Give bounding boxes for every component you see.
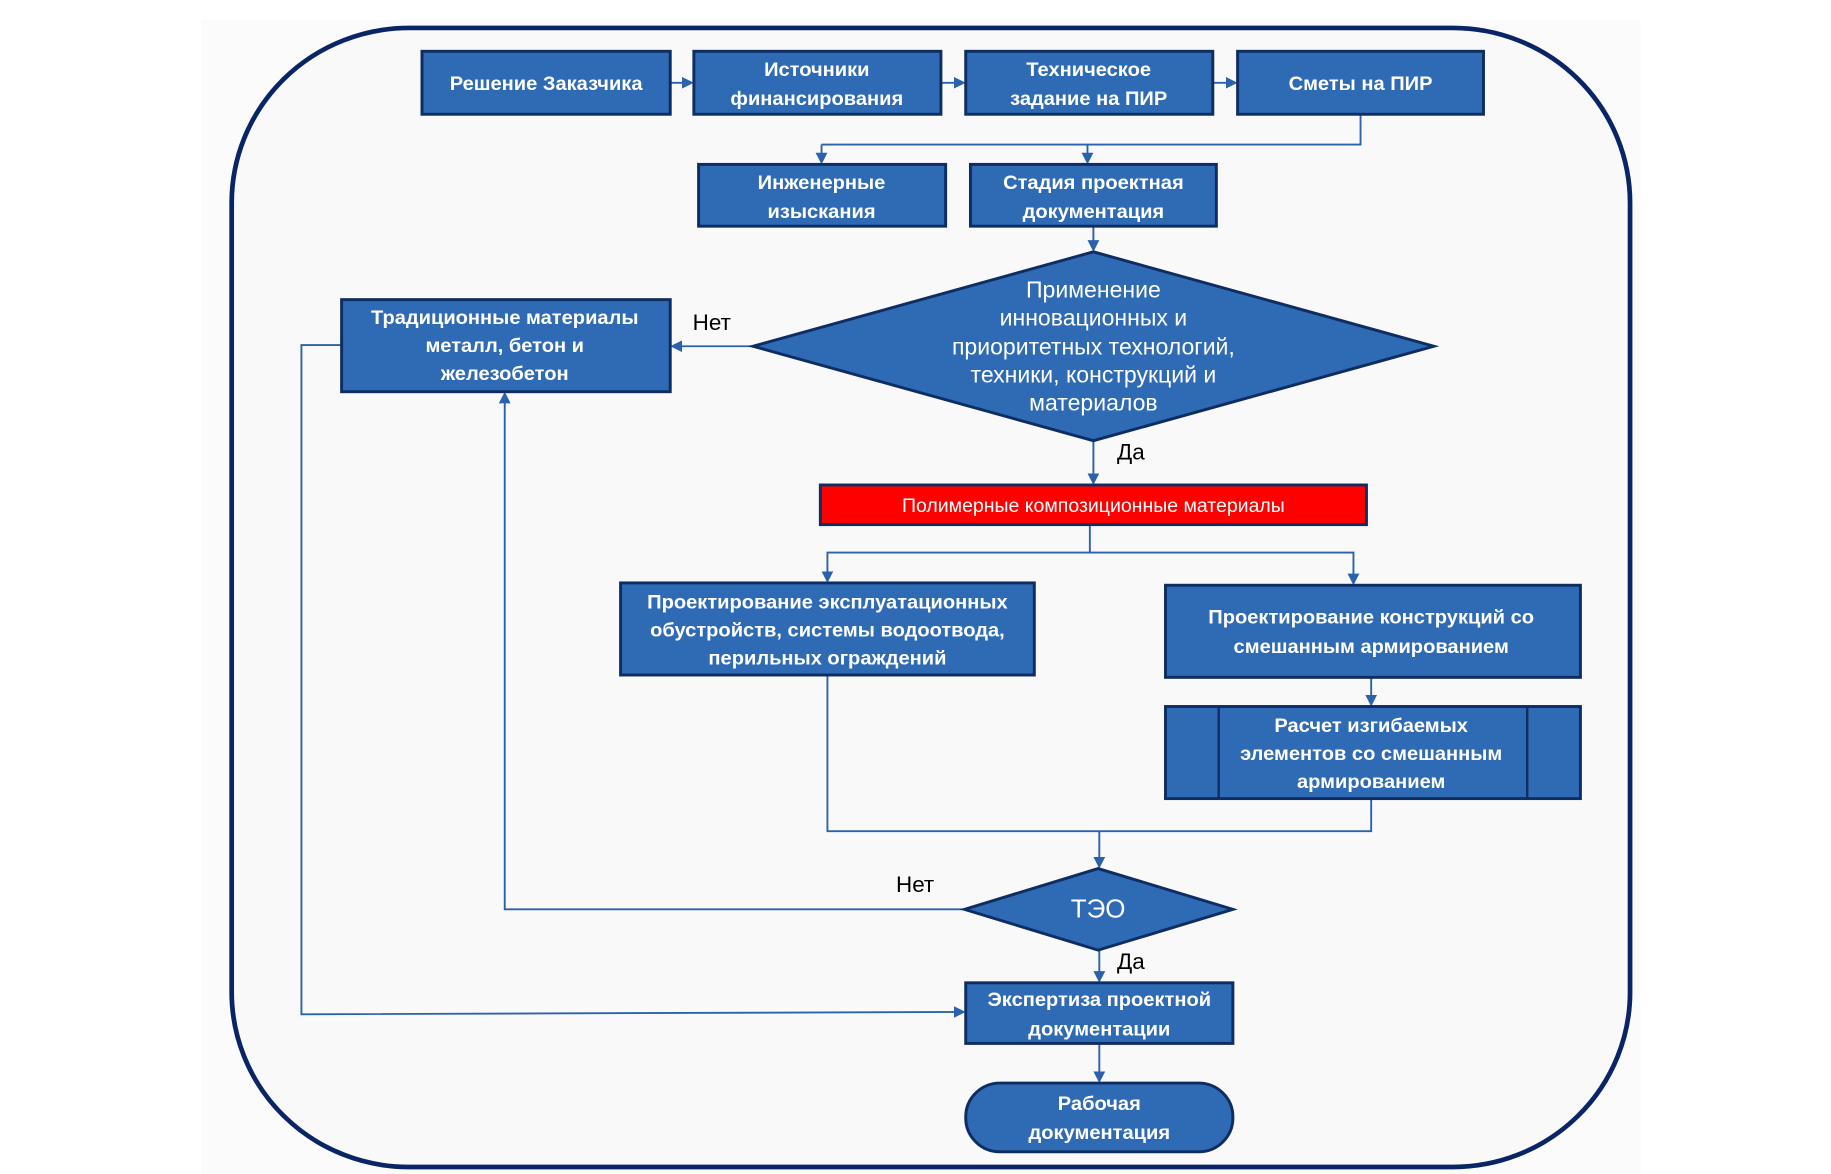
node-text: Решение Заказчика — [450, 73, 644, 95]
node-text: изыскания — [768, 201, 876, 223]
edge-label-innovation-yes: Да — [1117, 439, 1145, 464]
node-text: Применение — [1026, 276, 1161, 302]
node-text: Проектирование конструкций со — [1208, 607, 1534, 629]
node-text: материалов — [1029, 390, 1157, 416]
node-bending-calc: Расчет изгибаемых элементов со смешанным… — [1164, 705, 1582, 801]
node-funding-sources: Источники финансирования — [692, 49, 943, 116]
node-text: смешанным армированием — [1234, 636, 1509, 658]
edge-polymer-right — [1089, 551, 1360, 586]
node-text: техники, конструкций и — [971, 362, 1217, 388]
node-text: Сметы на ПИР — [1289, 73, 1433, 95]
edge-polymer-split — [821, 524, 1091, 583]
node-expertise: Экспертиза проектной документации — [964, 981, 1235, 1045]
node-working-docs: Рабочая документация — [964, 1081, 1235, 1154]
node-text: Рабочая — [1058, 1093, 1141, 1115]
node-text: ТЭО — [1071, 896, 1126, 924]
node-customer-decision: Решение Заказчика — [420, 49, 672, 116]
node-text: документация — [1029, 1122, 1170, 1144]
node-text: металл, бетон и — [425, 335, 584, 357]
node-feasibility: ТЭО — [959, 867, 1238, 952]
node-text: обустройств, системы водоотвода, — [650, 620, 1005, 642]
node-text: документации — [1028, 1018, 1170, 1040]
connectors — [300, 76, 1378, 1084]
node-text: Экспертиза проектной — [988, 989, 1212, 1011]
node-engineering-surveys: Инженерные изыскания — [697, 162, 948, 228]
node-text: Источники — [764, 59, 869, 81]
node-text: Расчет изгибаемых — [1274, 715, 1468, 737]
node-text: инновационных и — [1000, 304, 1188, 330]
node-text: Проектирование эксплуатационных — [647, 592, 1008, 614]
node-text: Инженерные — [758, 172, 886, 194]
edge-label-feasibility-yes: Да — [1117, 949, 1145, 974]
node-text: железобетон — [440, 363, 569, 385]
node-traditional-materials: Традиционные материалы металл, бетон и ж… — [340, 298, 672, 394]
node-text: Традиционные материалы — [371, 307, 639, 329]
node-polymer-composites: Полимерные композиционные материалы — [818, 483, 1368, 527]
edge-estimates-split — [821, 114, 1362, 146]
node-text: Техническое — [1026, 59, 1151, 81]
node-text: Полимерные композиционные материалы — [902, 495, 1285, 517]
node-operational-design: Проектирование эксплуатационных обустрой… — [619, 581, 1036, 677]
node-text: элементов со смешанным — [1240, 743, 1502, 765]
node-technical-task: Техническое задание на ПИР — [964, 49, 1215, 116]
node-estimates: Сметы на ПИР — [1236, 49, 1485, 116]
node-text: финансирования — [730, 88, 903, 110]
node-text: задание на ПИР — [1010, 88, 1167, 110]
edge-traditional-to-expertise — [300, 344, 966, 1018]
node-text: Стадия проектная — [1003, 172, 1184, 194]
node-text: приоритетных технологий, — [952, 334, 1235, 360]
node-design-stage: Стадия проектная документация — [968, 162, 1218, 228]
node-text: документация — [1023, 201, 1164, 223]
edge-label-feasibility-no: Нет — [896, 872, 934, 897]
node-innovation-decision: Применение инновационных и приоритетных … — [747, 250, 1440, 443]
edge-feasibility-no — [498, 391, 965, 911]
node-mixed-reinforcement-design: Проектирование конструкций со смешанным … — [1164, 583, 1582, 679]
node-text: армированием — [1297, 771, 1445, 793]
node-text: перильных ограждений — [708, 648, 946, 670]
edge-label-innovation-no: Нет — [693, 310, 731, 335]
